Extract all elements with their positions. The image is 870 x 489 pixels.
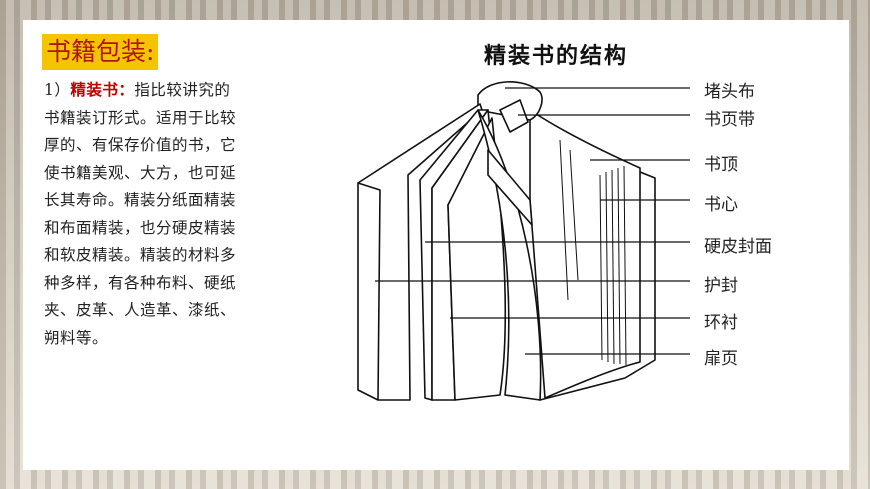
ribbon-top xyxy=(499,99,529,133)
label-title-page: 扉页 xyxy=(704,349,738,369)
term-highlight: 精装书： xyxy=(70,80,135,99)
diagram-title: 精装书的结构 xyxy=(484,44,629,69)
item-number: 1） xyxy=(44,81,71,99)
section-heading: 书籍包装: xyxy=(42,34,159,70)
label-text-block: 书心 xyxy=(704,195,738,215)
label-headband: 堵头布 xyxy=(704,82,755,102)
body-paragraph: 1）精装书：指比较讲究的书籍装订形式。适用于比较厚的、有保存价值的书，它使书籍美… xyxy=(44,76,244,352)
text-block xyxy=(529,109,641,399)
hardcover-book-illustration xyxy=(357,81,690,401)
label-endpaper: 环衬 xyxy=(704,313,738,333)
headband xyxy=(477,81,543,121)
front-cover xyxy=(357,103,483,401)
label-dust-jacket: 护封 xyxy=(704,276,738,296)
label-ribbon: 书页带 xyxy=(704,110,755,130)
ribbon-window xyxy=(487,149,533,226)
label-hard-cover: 硬皮封面 xyxy=(704,237,772,257)
body-text: 指比较讲究的书籍装订形式。适用于比较厚的、有保存价值的书，它使书籍美观、大方，也… xyxy=(44,81,237,347)
label-book-top: 书顶 xyxy=(704,155,738,175)
